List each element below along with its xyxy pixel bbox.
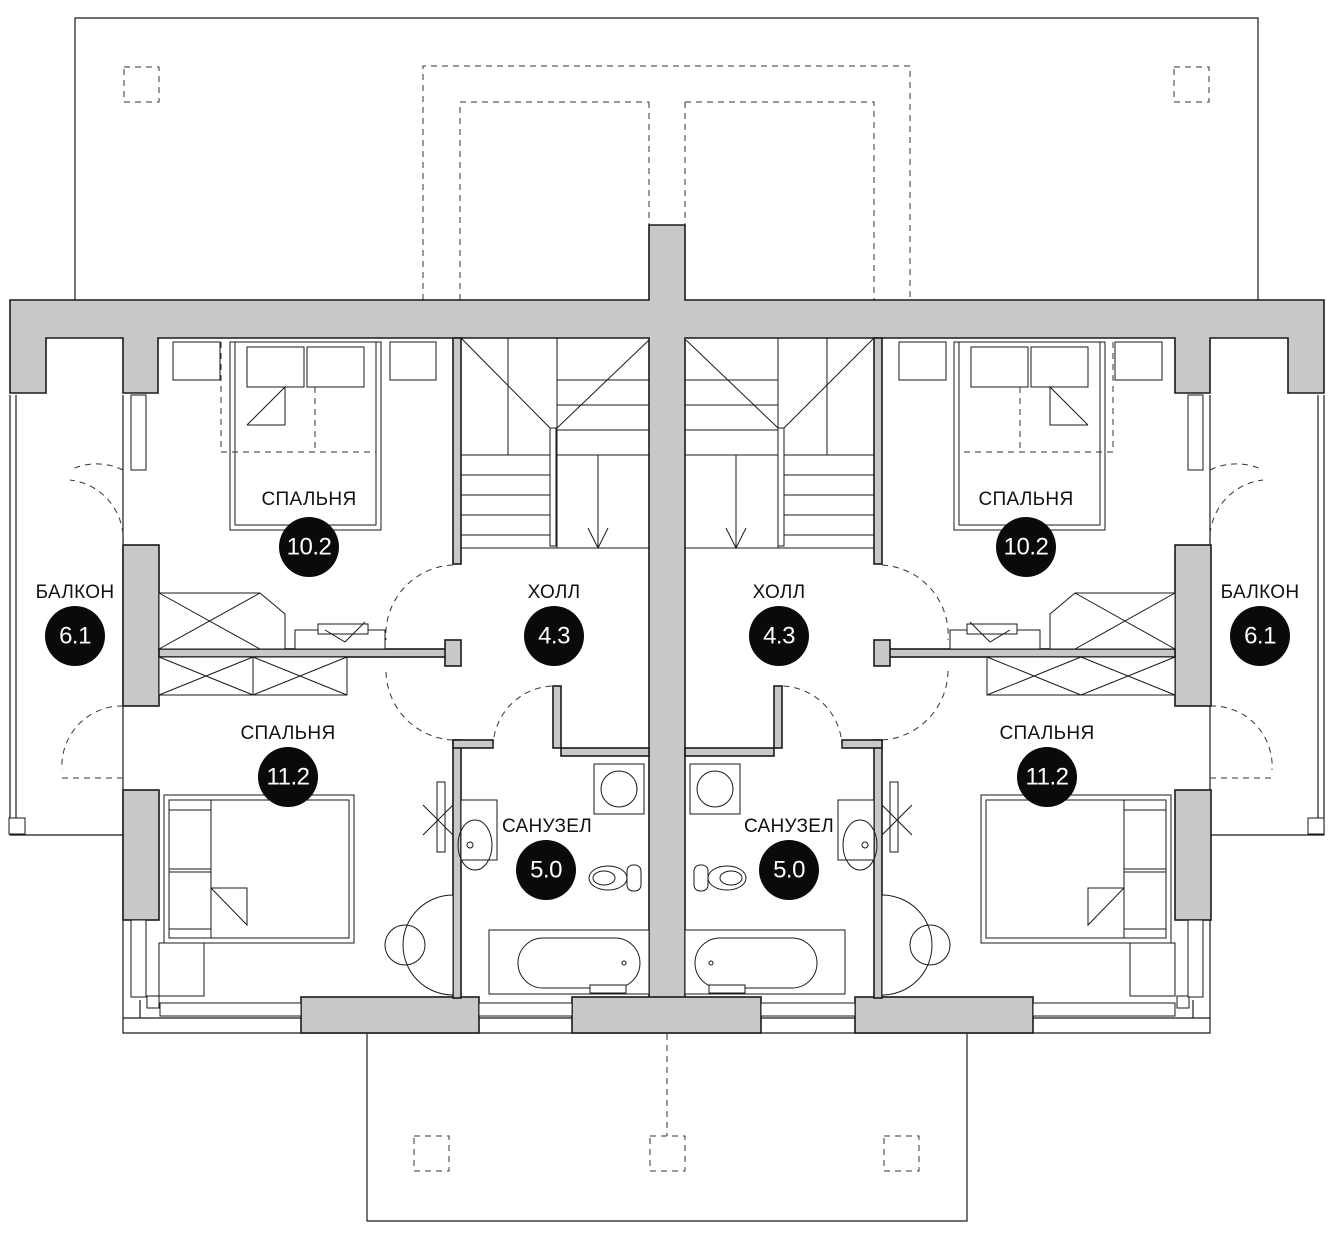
room-area: 4.3 [763,623,795,650]
room-label-bathroom-right: САНУЗЕЛ 5.0 [744,816,834,900]
wardrobe-left [158,592,386,696]
room-area: 6.1 [59,623,91,650]
room-label-balcony-left: БАЛКОН 6.1 [36,582,115,666]
room-name: САНУЗЕЛ [502,816,592,837]
doors [61,463,1273,779]
partitions [158,337,1176,999]
wardrobe-right [949,592,1176,696]
room-label-hall-right: ХОЛЛ 4.3 [749,582,809,666]
room-area: 5.0 [530,857,562,884]
room-label-bedroom-bottom-right: СПАЛЬНЯ 11.2 [1000,723,1095,807]
area-badge [1230,606,1290,666]
area-badge [45,606,105,666]
room-name: САНУЗЕЛ [744,816,834,837]
room-name: ХОЛЛ [528,582,581,603]
room-name: ХОЛЛ [753,582,806,603]
area-badge [759,840,819,900]
roof-outline-top [74,17,1259,300]
area-badge [258,747,318,807]
roof-outline-bottom [366,1034,968,1222]
area-badge [279,517,339,577]
bed-bottom-right [980,794,1176,997]
room-label-bedroom-top-left: СПАЛЬНЯ 10.2 [262,489,357,577]
stairs-right [684,337,875,550]
room-area: 10.2 [287,534,332,561]
room-name: БАЛКОН [1221,582,1300,603]
room-label-balcony-right: БАЛКОН 6.1 [1221,582,1300,666]
area-badge [516,840,576,900]
bathroom-fixtures-left [384,763,650,996]
room-label-bedroom-bottom-left: СПАЛЬНЯ 11.2 [241,723,336,807]
room-name: СПАЛЬНЯ [241,723,336,744]
room-label-bathroom-left: САНУЗЕЛ 5.0 [502,816,592,900]
room-area: 4.3 [538,623,570,650]
bed-bottom-left [158,794,355,997]
room-area: 11.2 [1026,764,1069,791]
stairs-left [460,337,650,550]
room-name: СПАЛЬНЯ [262,489,357,510]
bed-top-left [172,341,437,531]
area-badge [749,606,809,666]
room-label-bedroom-top-right: СПАЛЬНЯ 10.2 [979,489,1074,577]
room-area: 10.2 [1004,534,1049,561]
bed-top-right [898,341,1163,531]
room-name: СПАЛЬНЯ [1000,723,1095,744]
windows [130,394,1204,1017]
area-badge [1017,747,1077,807]
room-area: 6.1 [1244,623,1276,650]
walls [9,224,1325,1034]
room-area: 5.0 [773,857,805,884]
room-label-hall-left: ХОЛЛ 4.3 [524,582,584,666]
area-badge [996,517,1056,577]
bathroom-fixtures-right [684,763,951,996]
room-name: БАЛКОН [36,582,115,603]
room-name: СПАЛЬНЯ [979,489,1074,510]
room-area: 11.2 [267,764,310,791]
area-badge [524,606,584,666]
